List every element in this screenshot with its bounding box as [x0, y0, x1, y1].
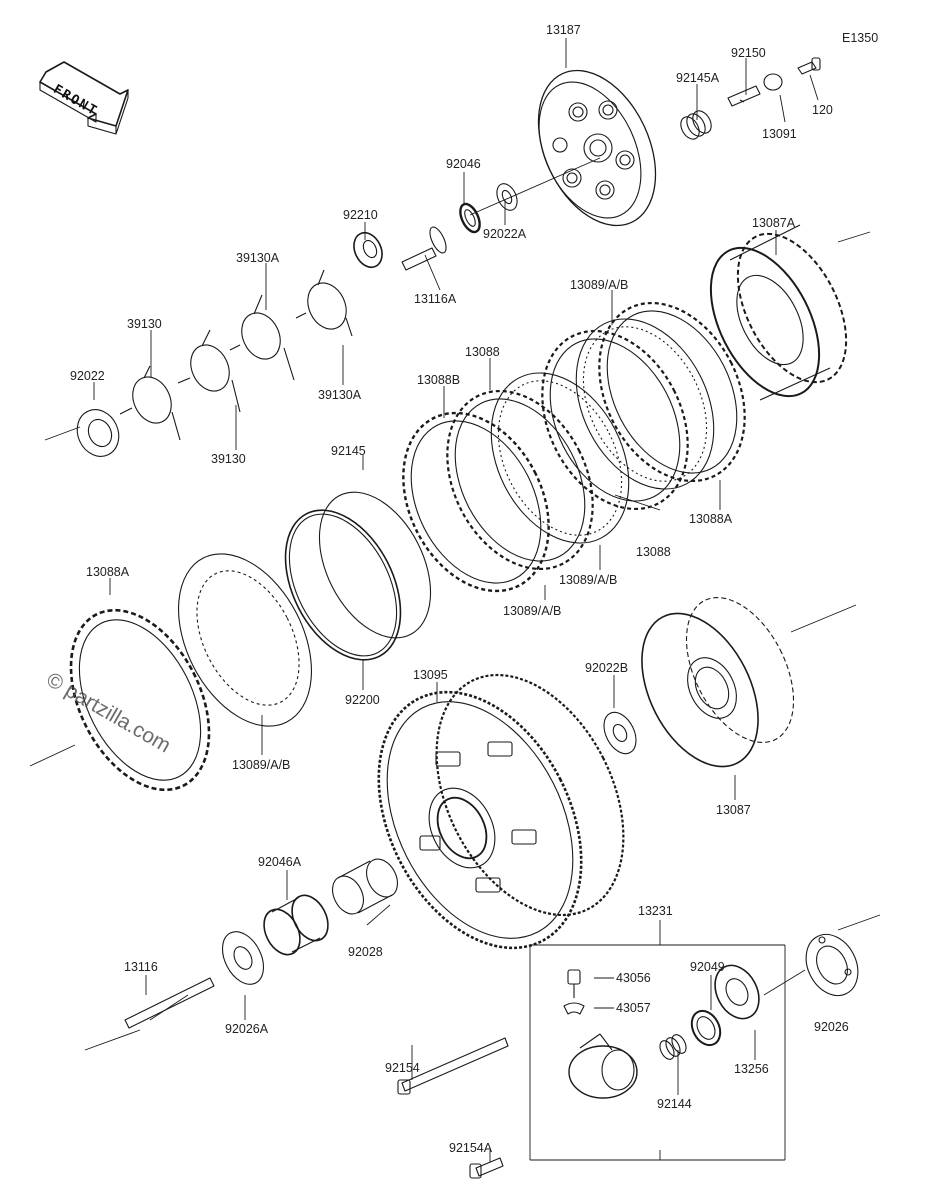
part-label-92200[interactable]: 92200	[345, 693, 380, 707]
gasket-92026	[805, 933, 859, 997]
washer-92022A	[496, 183, 518, 211]
part-label-13116[interactable]: 13116	[124, 960, 158, 974]
judder-spring-seat-39130-1	[177, 329, 241, 413]
seal-92210	[353, 231, 383, 269]
wire-ring-92200	[284, 509, 402, 661]
nut-13091	[763, 73, 783, 91]
part-label-13187[interactable]: 13187	[546, 23, 581, 37]
part-label-92026[interactable]: 92026	[814, 1020, 849, 1034]
bolt-120	[797, 57, 821, 75]
bearing-92046	[459, 202, 481, 234]
clutch-plate-stack	[402, 301, 746, 593]
diagram-code-label: E1350	[842, 31, 879, 45]
part-label-92145[interactable]: 92145	[331, 444, 366, 458]
friction-plate-13088A-left	[69, 608, 211, 792]
clutch-hub-13087A	[709, 224, 848, 401]
part-label-13256[interactable]: 13256	[734, 1062, 769, 1076]
clutch-housing-gear-13095	[377, 673, 625, 950]
part-label-92028[interactable]: 92028	[348, 945, 383, 959]
push-rod-13116	[124, 977, 215, 1029]
bleeder-valve-43056	[567, 969, 581, 998]
bolt-92154	[397, 1037, 509, 1095]
clutch-hub-13087	[641, 597, 795, 768]
washer-92026A	[221, 931, 265, 985]
part-label-13089-top[interactable]: 13089/A/B	[570, 278, 629, 292]
part-label-92049[interactable]: 92049	[690, 960, 725, 974]
part-label-43056[interactable]: 43056	[616, 971, 651, 985]
part-label-13095[interactable]: 13095	[413, 668, 448, 682]
part-label-92046A[interactable]: 92046A	[258, 855, 302, 869]
part-label-13087A[interactable]: 13087A	[752, 216, 796, 230]
part-label-120[interactable]: 120	[812, 103, 833, 117]
judder-spring-seat-39130-2	[119, 365, 181, 441]
part-label-39130-bottom[interactable]: 39130	[211, 452, 246, 466]
needle-bearing-92046A	[263, 894, 329, 956]
part-label-92145A[interactable]: 92145A	[676, 71, 720, 85]
stud-92150	[727, 85, 761, 107]
part-label-92154[interactable]: 92154	[385, 1061, 420, 1075]
part-label-92026A[interactable]: 92026A	[225, 1022, 269, 1036]
part-label-39130-top[interactable]: 39130	[127, 317, 162, 331]
sleeve-92028	[332, 858, 398, 915]
part-label-13231[interactable]: 13231	[638, 904, 673, 918]
steel-plate-13089-left	[178, 553, 312, 727]
part-label-92022A[interactable]: 92022A	[483, 227, 527, 241]
part-label-92150[interactable]: 92150	[731, 46, 766, 60]
part-label-92022B[interactable]: 92022B	[585, 661, 629, 675]
part-label-13087[interactable]: 13087	[716, 803, 751, 817]
part-label-92154A[interactable]: 92154A	[449, 1141, 493, 1155]
part-label-92144[interactable]: 92144	[657, 1097, 692, 1111]
judder-spring-39130A-2	[295, 269, 353, 337]
part-label-92210[interactable]: 92210	[343, 208, 378, 222]
part-label-92046[interactable]: 92046	[446, 157, 481, 171]
front-arrow-icon	[39, 61, 129, 135]
part-label-13089-left[interactable]: 13089/A/B	[232, 758, 291, 772]
part-label-13088B[interactable]: 13088B	[417, 373, 461, 387]
washer-92022B	[603, 711, 637, 755]
washer-92022	[76, 409, 120, 457]
part-label-13089-middle[interactable]: 13089/A/B	[559, 573, 618, 587]
part-label-43057[interactable]: 43057	[616, 1001, 651, 1015]
spring-ring-92145	[318, 491, 432, 639]
pusher-13116A	[401, 226, 447, 271]
part-label-13088-top[interactable]: 13088	[465, 345, 500, 359]
part-label-13088A-right[interactable]: 13088A	[689, 512, 733, 526]
spring-92144	[659, 1034, 687, 1060]
part-label-13088-bottom[interactable]: 13088	[636, 545, 671, 559]
part-label-13116A[interactable]: 13116A	[414, 292, 457, 306]
pressure-plate	[537, 69, 657, 227]
spring-92145A	[680, 110, 712, 140]
oil-seal-92049	[690, 1009, 722, 1047]
part-label-13089-lower[interactable]: 13089/A/B	[503, 604, 562, 618]
release-assembly-13231	[568, 1033, 638, 1099]
judder-spring-39130A-1	[229, 294, 295, 381]
part-label-13088A-left[interactable]: 13088A	[86, 565, 130, 579]
part-label-39130A-bottom[interactable]: 39130A	[318, 388, 362, 402]
part-label-92022[interactable]: 92022	[70, 369, 105, 383]
bleeder-cap-43057	[563, 1002, 585, 1015]
bolt-92154A	[469, 1157, 504, 1179]
part-label-13091[interactable]: 13091	[762, 127, 797, 141]
part-label-39130A-top[interactable]: 39130A	[236, 251, 280, 265]
bearing-13256	[714, 964, 760, 1020]
